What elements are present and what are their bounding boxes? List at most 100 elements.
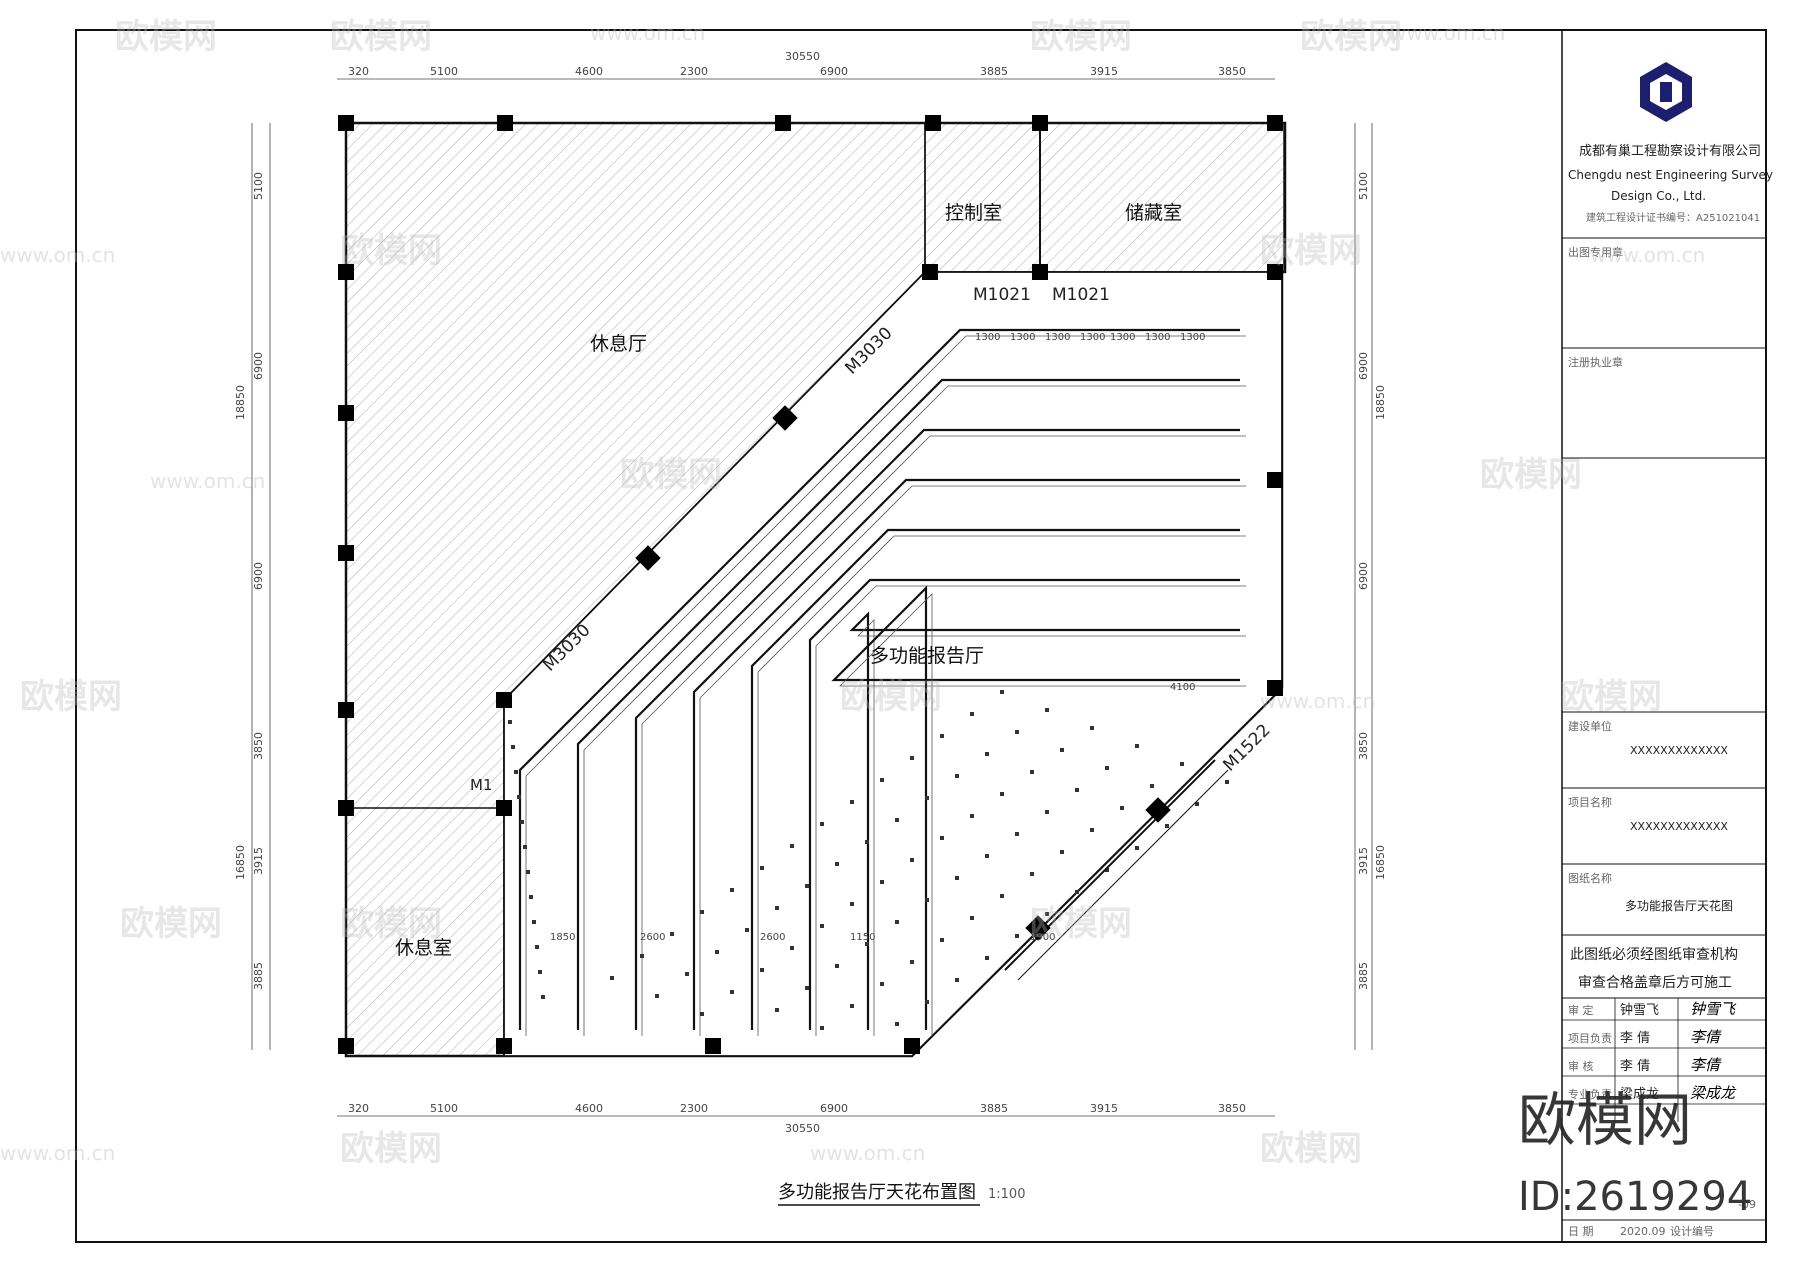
door-tag: M1021 — [1052, 285, 1110, 305]
light-fixture-icon — [1030, 872, 1034, 876]
column-icon — [705, 1038, 721, 1054]
watermark-brand: 欧模网 — [840, 677, 942, 717]
light-fixture-icon — [745, 928, 749, 932]
light-fixture-icon — [925, 1000, 929, 1004]
column-icon — [1267, 680, 1283, 696]
dimension-label: 18850 — [1374, 385, 1387, 420]
dimension-label: 6900 — [1357, 562, 1370, 590]
seal-label: 出图专用章 — [1568, 245, 1623, 259]
light-fixture-icon — [1150, 784, 1154, 788]
column-icon — [338, 545, 354, 561]
light-fixture-icon — [820, 822, 824, 826]
dimension-label: 30550 — [785, 1122, 820, 1135]
light-fixture-icon — [760, 968, 764, 972]
column-icon — [635, 545, 661, 571]
light-fixture-icon — [850, 902, 854, 906]
door-tag: M1021 — [973, 285, 1031, 305]
client-value: XXXXXXXXXXXXX — [1630, 744, 1728, 757]
light-fixture-icon — [970, 814, 974, 818]
watermark-brand: 欧模网 — [1300, 17, 1402, 57]
room-label-control: 控制室 — [945, 202, 1002, 224]
signature-name: 梁成龙 — [1620, 1087, 1659, 1102]
watermark-brand: 欧模网 — [1260, 1129, 1362, 1169]
light-fixture-icon — [805, 986, 809, 990]
grid-label: 1300 — [1110, 332, 1135, 343]
light-fixture-icon — [1030, 770, 1034, 774]
light-fixture-icon — [514, 770, 518, 774]
stage-diagonal-wall-2 — [1017, 769, 1229, 981]
watermark-url: www.om.cn — [810, 1141, 925, 1165]
ceiling-tier-line — [634, 428, 1240, 1030]
light-fixture-icon — [1225, 780, 1229, 784]
light-fixture-icon — [775, 1008, 779, 1012]
company-logo-icon — [1640, 62, 1692, 122]
light-fixture-icon — [1105, 868, 1109, 872]
grid-label: 1300 — [1180, 332, 1205, 343]
light-fixture-icon — [790, 844, 794, 848]
light-fixture-icon — [1060, 850, 1064, 854]
ceiling-tiers — [518, 328, 1246, 1036]
light-fixture-icon — [538, 970, 542, 974]
room-label-lounge-room: 休息室 — [395, 937, 452, 959]
column-icon — [1267, 472, 1283, 488]
grid-label: 1300 — [1045, 332, 1070, 343]
light-fixture-icon — [1120, 806, 1124, 810]
light-fixture-icon — [523, 845, 527, 849]
light-fixture-icon — [511, 745, 515, 749]
certificate-number: 建筑工程设计证书编号：A251021041 — [1586, 211, 1760, 224]
signature-role: 审 核 — [1568, 1059, 1594, 1073]
drawing-name-value: 多功能报告厅天花图 — [1625, 898, 1733, 913]
signature-handwritten: 李倩 — [1690, 1028, 1722, 1046]
watermark-layer: 欧模网欧模网欧模网欧模网欧模网欧模网欧模网欧模网欧模网欧模网欧模网欧模网欧模网欧… — [0, 17, 1705, 1169]
dimension-label: 3850 — [252, 732, 265, 760]
light-fixture-icon — [850, 1004, 854, 1008]
dimension-text: 3203205100510046004600230023006900690038… — [234, 50, 1387, 1135]
watermark-brand: 欧模网 — [620, 455, 722, 495]
light-fixture-icon — [1015, 730, 1019, 734]
watermark-brand: 欧模网 — [340, 904, 442, 944]
dimension-label: 3850 — [1357, 732, 1370, 760]
light-fixture-icon — [1180, 762, 1184, 766]
light-fixture-icon — [955, 774, 959, 778]
column-icon — [775, 115, 791, 131]
project-label: 项目名称 — [1568, 795, 1612, 809]
project-value: XXXXXXXXXXXXX — [1630, 820, 1728, 833]
watermark-brand-large: 欧模网 — [1518, 1086, 1692, 1154]
dimension-label: 6900 — [1357, 352, 1370, 380]
sheet-border — [75, 29, 1767, 1243]
watermark-brand: 欧模网 — [340, 1129, 442, 1169]
ceiling-tier-line — [692, 478, 1240, 1030]
watermark-brand: 欧模网 — [330, 17, 432, 57]
dimension-label: 3850 — [1218, 1102, 1246, 1115]
company-name-en-2: Design Co., Ltd. — [1611, 189, 1706, 203]
light-fixture-icon — [970, 712, 974, 716]
column-icon — [338, 1038, 354, 1054]
dimension-label: 5100 — [1357, 172, 1370, 200]
date-label: 日 期 — [1568, 1225, 1594, 1238]
ceiling-tier-line — [831, 585, 1240, 1030]
dimension-label: 3915 — [1090, 1102, 1118, 1115]
light-fixture-icon — [1090, 828, 1094, 832]
light-fixture-icon — [925, 898, 929, 902]
light-fixture-icon — [865, 840, 869, 844]
light-fixture-icon — [805, 884, 809, 888]
light-fixture-icon — [1000, 690, 1004, 694]
column-icon — [1032, 115, 1048, 131]
watermark-brand: 欧模网 — [115, 17, 217, 57]
light-fixture-icon — [820, 924, 824, 928]
light-fixture-icon — [910, 960, 914, 964]
light-fixture-icon — [730, 990, 734, 994]
drawing-title: 多功能报告厅天花布置图 — [778, 1182, 976, 1203]
dimension-label: 6900 — [820, 65, 848, 78]
watermark-brand: 欧模网 — [1260, 231, 1362, 271]
light-fixture-icon — [895, 920, 899, 924]
drawing-name-label: 图纸名称 — [1568, 871, 1612, 885]
light-fixture-icon — [865, 942, 869, 946]
light-fixture-icon — [880, 880, 884, 884]
light-fixture-icon — [985, 854, 989, 858]
light-fixture-icon — [1000, 894, 1004, 898]
light-fixture-icon — [940, 938, 944, 942]
light-fixture-icon — [529, 895, 533, 899]
